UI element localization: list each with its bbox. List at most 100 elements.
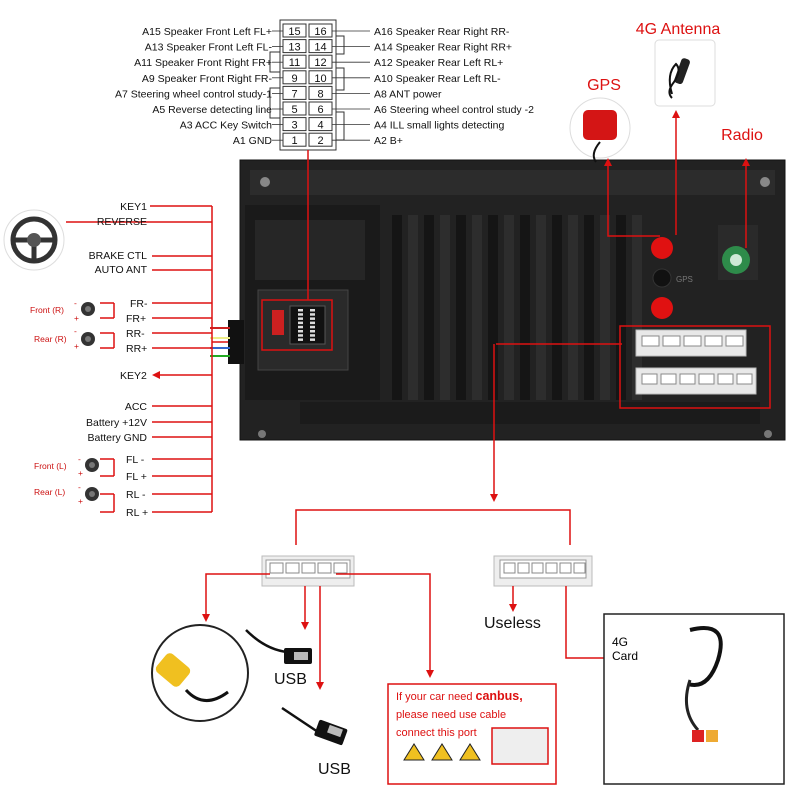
pin-cell (282, 101, 307, 116)
heatsink-fin (568, 215, 578, 400)
label-auto-ant: AUTO ANT (95, 264, 148, 276)
connector-pin (310, 334, 315, 337)
port-slot (531, 562, 544, 574)
wire-bundle (210, 320, 244, 364)
heatsink-fin (632, 215, 642, 400)
port-slot (698, 373, 715, 385)
heatsink-fin (392, 215, 402, 400)
port-slot (736, 373, 753, 385)
heatsink-fin (536, 215, 546, 400)
pin-number-right: 2 (317, 135, 323, 147)
port-slot (269, 562, 284, 574)
pin-number-left: 3 (291, 120, 297, 132)
label-4g-antenna: 4G Antenna (636, 21, 721, 38)
antenna-jacks: GPS (651, 237, 750, 319)
label-battery-12v: Battery +12V (86, 417, 147, 429)
heatsink-fin (600, 215, 610, 400)
pin-cell (282, 54, 307, 69)
label-4g-card-1: 4G (612, 635, 628, 649)
label-rear-r: Rear (R) (34, 334, 67, 344)
pin-number-right: 10 (314, 73, 326, 85)
heatsink-fin (584, 215, 594, 400)
svg-text:GPS: GPS (676, 275, 693, 284)
heatsink-fin (424, 215, 434, 400)
port-slot (301, 562, 316, 574)
heatsink-fin (472, 215, 482, 400)
pin-cell (308, 23, 333, 38)
label-fl-plus: FL + (126, 471, 147, 483)
label-brake: BRAKE CTL (89, 250, 148, 262)
connector-pin (298, 330, 303, 333)
label-fr-minus: FR- (130, 298, 148, 310)
fourg-cable-icon (684, 626, 723, 742)
fourg-card-box: 4G Card (603, 613, 785, 785)
label-rr-minus: RR- (126, 328, 145, 340)
pin-cell (308, 117, 333, 132)
pin-label-right: A16 Speaker Rear Right RR- (374, 26, 510, 38)
connector-pin (298, 334, 303, 337)
connector-pin (310, 317, 315, 320)
gps-antenna-icon (569, 97, 631, 163)
label-rl-minus: RL - (126, 489, 146, 501)
sign-plus: + (78, 496, 83, 506)
label-front-l: Front (L) (34, 461, 67, 471)
port-slot (573, 562, 586, 574)
port-slot (545, 562, 558, 574)
sign-minus: - (78, 454, 81, 464)
sign-plus: + (74, 313, 79, 323)
pin-label-left: A11 Speaker Front Right FR+ (134, 57, 272, 69)
heatsink-fin (408, 215, 418, 400)
warning-icon (403, 743, 481, 761)
pin-number-right: 8 (317, 88, 323, 100)
label-key1: KEY1 (120, 201, 147, 213)
pin-number-right: 4 (317, 120, 323, 132)
pin-number-left: 13 (288, 42, 300, 54)
connector-pin (310, 330, 315, 333)
pin-label-left: A13 Speaker Front Left FL- (145, 42, 273, 54)
label-radio: Radio (721, 127, 763, 144)
connector-pin (310, 309, 315, 312)
pin-cell (308, 39, 333, 54)
port-slot (717, 373, 734, 385)
pin-cell (282, 132, 307, 147)
label-key2: KEY2 (120, 370, 147, 382)
left-wiring (66, 205, 228, 513)
port-slot (660, 373, 677, 385)
port-slot (317, 562, 332, 574)
pin-number-left: 15 (288, 26, 300, 38)
label-rl-plus: RL + (126, 507, 148, 519)
connector-pin (310, 313, 315, 316)
pin-label-left: A3 ACC Key Switch (180, 120, 272, 132)
sign-plus: + (74, 341, 79, 351)
port-slot (704, 335, 723, 347)
sign-minus: - (74, 298, 77, 308)
usb-cable-icon-1 (245, 629, 312, 664)
pin-label-right: A2 B+ (374, 135, 403, 147)
label-rear-l: Rear (L) (34, 487, 65, 497)
label-usb-1: USB (274, 671, 307, 688)
port-slot (662, 335, 681, 347)
port-slot (517, 562, 530, 574)
heatsink-fin (504, 215, 514, 400)
label-reverse: REVERSE (97, 216, 147, 228)
heatsink-fin (488, 215, 498, 400)
heatsink-fin (520, 215, 530, 400)
pin-cell (308, 54, 333, 69)
label-useless: Useless (484, 615, 541, 632)
label-battery-gnd: Battery GND (87, 432, 147, 444)
connector-pin (310, 338, 315, 341)
sign-minus: - (78, 482, 81, 492)
pin-cell (282, 39, 307, 54)
pin-number-left: 7 (291, 88, 297, 100)
canbus-text-3: connect this port (396, 727, 477, 739)
speaker-icons (81, 302, 99, 501)
label-fr-plus: FR+ (126, 313, 146, 325)
pin-cell (308, 70, 333, 85)
pin-number-right: 6 (317, 104, 323, 116)
connector-pin (310, 321, 315, 325)
pin-label-left: A15 Speaker Front Left FL+ (142, 26, 272, 38)
canbus-text-2: please need use cable (396, 709, 506, 721)
pin-cell (282, 70, 307, 85)
canbus-text-1a: If your car need (396, 691, 476, 703)
pin-number-left: 5 (291, 104, 297, 116)
